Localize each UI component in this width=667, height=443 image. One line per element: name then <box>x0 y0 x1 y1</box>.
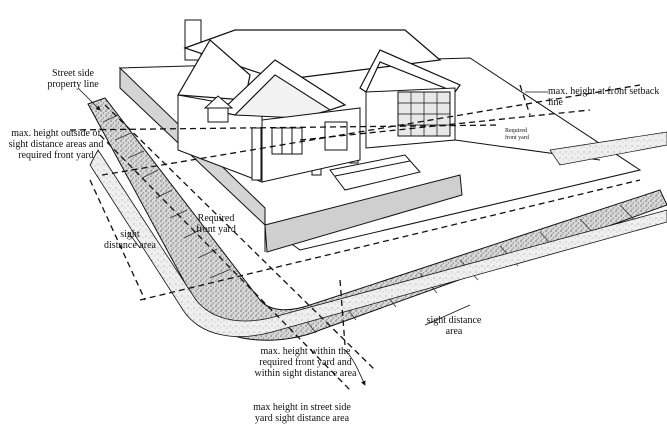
label-required-front-yard-small: Required front yard <box>505 128 529 141</box>
label-max-height-outside-sight: max. height outside of sight distance ar… <box>8 128 104 161</box>
label-required-front-yard: Required front yard <box>196 213 236 235</box>
house <box>176 19 601 191</box>
front-yard-block <box>264 174 463 253</box>
right-curb <box>549 131 667 166</box>
curb-strip <box>89 149 667 337</box>
leader-lines <box>77 87 548 386</box>
height-lines <box>69 84 641 391</box>
label-max-height-front-setback: max. height at front setback line <box>548 86 660 108</box>
label-street-side-property-line: Street side property line <box>47 68 99 90</box>
label-max-height-within-front-yard: max. height within the required front ya… <box>254 346 357 379</box>
label-max-height-street-side-yard: max height in street side yard sight dis… <box>253 402 351 424</box>
label-sight-distance-area-right: sight distance area <box>426 315 482 337</box>
label-sight-distance-area-left: sight distance area <box>104 229 156 251</box>
